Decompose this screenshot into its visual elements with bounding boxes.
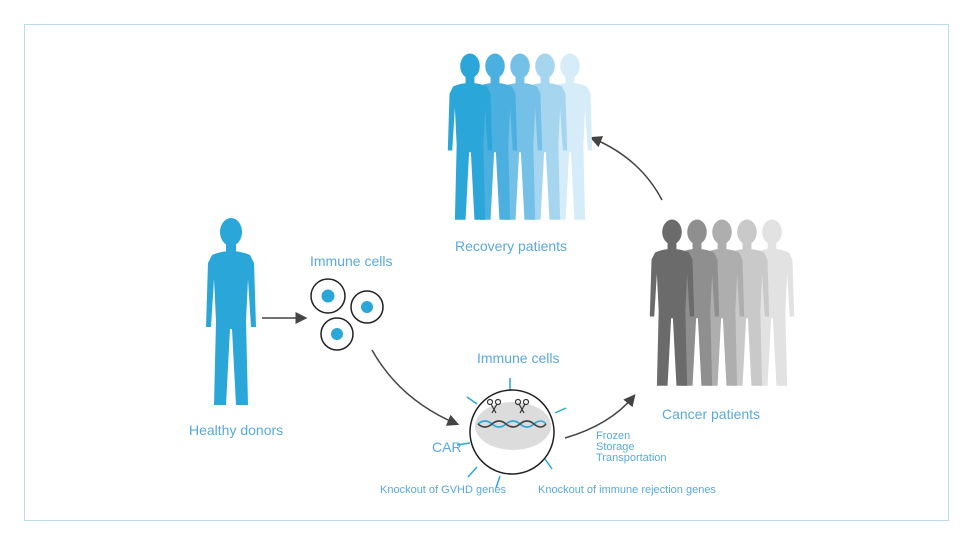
cells-to-edit-arrow [371, 349, 460, 426]
recovery-patients-group [447, 53, 593, 220]
storage-label: Storage [596, 441, 635, 453]
scissors-icon [514, 398, 530, 414]
cancer-patients-label: Cancer patients [662, 406, 761, 422]
knockout-rejection-label: Knockout of immune rejection genes [538, 484, 716, 496]
cancer-patients-group [649, 219, 795, 386]
frozen-label: Frozen [596, 430, 631, 442]
edited-immune-cells-label: Immune cells [477, 350, 560, 366]
knockout-gvhd-label: Knockout of GVHD genes [380, 484, 506, 496]
patients-to-recovery-arrow [589, 136, 663, 201]
dna-icon [477, 420, 547, 428]
scissors-icon [486, 398, 502, 414]
car-label: CAR [432, 439, 462, 455]
immune-cells-cluster [310, 278, 384, 351]
edited-immune-cell [456, 378, 567, 489]
diagram-frame [24, 24, 949, 521]
edit-to-patients-arrow [564, 394, 636, 439]
immune-cells-label: Immune cells [310, 253, 393, 269]
receptor-spikes [456, 378, 567, 489]
transportation-label: Transportation [596, 452, 667, 464]
healthy-donor-person-icon [206, 218, 256, 405]
healthy-donors-label: Healthy donors [189, 422, 284, 438]
recovery-patients-label: Recovery patients [455, 238, 568, 254]
